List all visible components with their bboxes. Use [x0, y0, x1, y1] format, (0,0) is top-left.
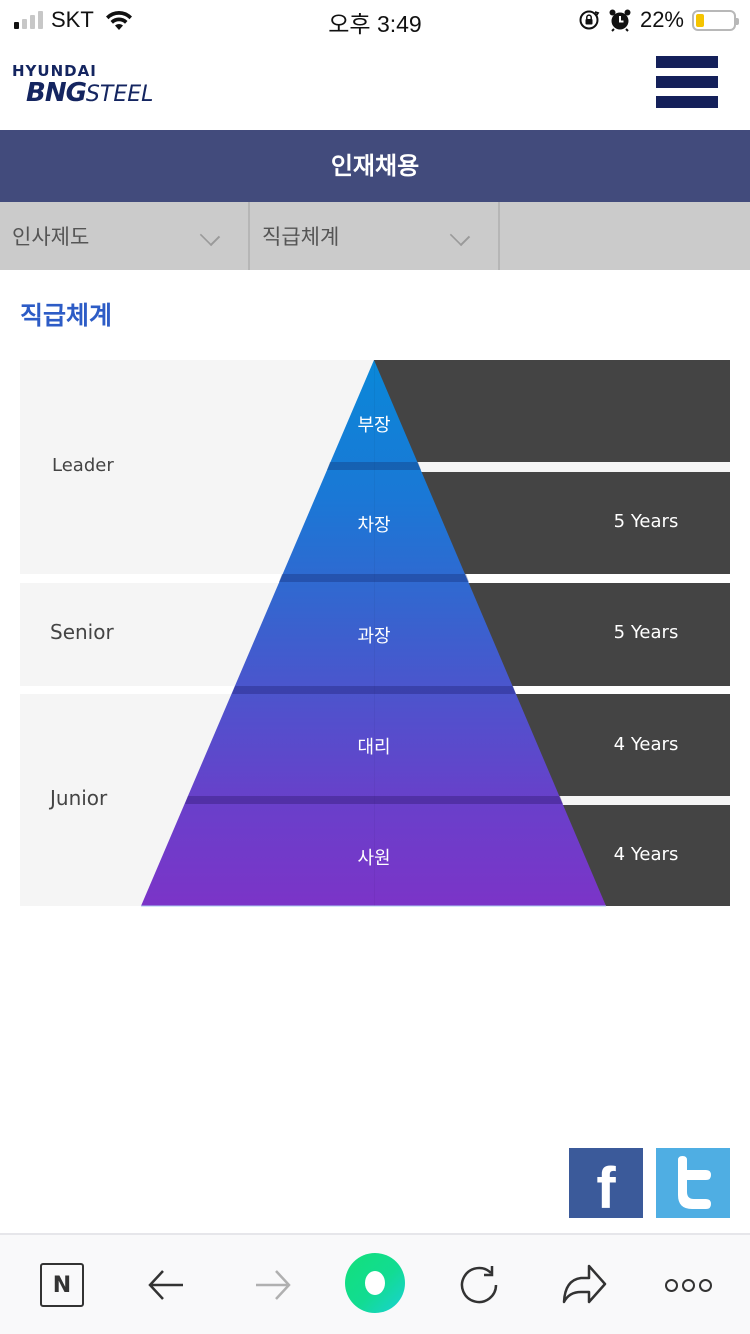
status-bar: SKT 오후 3:49 22% — [0, 0, 750, 40]
forward-button[interactable] — [242, 1257, 302, 1313]
hyundai-bng-steel-logo[interactable]: HYUNDAI BNGSTEEL — [12, 62, 153, 108]
logo-bng: BNG — [26, 78, 87, 108]
share-button[interactable] — [554, 1257, 614, 1313]
subnav-dropdown-hr-system[interactable]: 인사제도 — [0, 202, 250, 270]
clock: 오후 3:49 — [328, 11, 422, 37]
facebook-icon: f — [596, 1155, 616, 1221]
years-label: 4 Years — [613, 734, 679, 755]
chevron-down-icon — [449, 225, 471, 247]
more-icon — [664, 1278, 712, 1292]
group-panel-junior — [20, 694, 730, 906]
subnav-dropdown-rank-system[interactable]: 직급체계 — [250, 202, 500, 270]
rank-block-3 — [466, 583, 730, 686]
naver-n-icon: N — [40, 1263, 84, 1307]
browser-toolbar: N — [0, 1233, 750, 1334]
rank-label: 차장 — [357, 515, 391, 536]
rank-label: 사원 — [357, 848, 391, 869]
rank-block-4 — [512, 694, 730, 796]
sub-navigation: 인사제도 직급체계 — [0, 202, 750, 270]
arrow-right-icon — [256, 1270, 291, 1300]
rank-block-1 — [374, 360, 730, 462]
logo-bngsteel-text: BNGSTEEL — [26, 78, 153, 108]
subnav-label: 인사제도 — [12, 225, 90, 249]
rank-label: 과장 — [357, 626, 391, 647]
green-dot-button[interactable] — [345, 1253, 405, 1313]
orientation-lock-icon — [579, 10, 600, 30]
twitter-share-button[interactable] — [656, 1148, 730, 1218]
rank-label: 대리 — [357, 737, 391, 758]
green-dot-icon — [345, 1253, 405, 1313]
arrow-left-icon — [148, 1270, 183, 1300]
group-label-junior: Junior — [50, 786, 108, 810]
back-button[interactable] — [137, 1257, 197, 1313]
logo-hyundai-text: HYUNDAI — [12, 62, 97, 80]
battery-percent: 22% — [639, 7, 684, 32]
reload-icon — [460, 1266, 498, 1304]
wifi-icon — [105, 10, 132, 30]
reload-button[interactable] — [449, 1257, 509, 1313]
group-panel-senior — [20, 583, 730, 686]
naver-home-button[interactable]: N — [32, 1257, 92, 1313]
section-title: 직급체계 — [20, 301, 113, 330]
hamburger-menu-icon[interactable] — [656, 56, 718, 108]
years-label: 4 Years — [613, 844, 679, 865]
signal-icon — [14, 11, 43, 29]
page-title: 인재채용 — [0, 130, 750, 202]
battery-icon — [692, 9, 739, 31]
status-left: SKT — [14, 6, 134, 34]
status-right: 22% — [578, 6, 739, 34]
group-label-leader: Leader — [52, 455, 114, 476]
share-icon — [562, 1264, 607, 1304]
battery-level — [696, 13, 704, 27]
rank-block-2 — [420, 472, 730, 574]
subnav-label: 직급체계 — [262, 225, 340, 249]
more-button[interactable] — [658, 1257, 718, 1313]
years-label: 5 Years — [613, 622, 679, 643]
site-header: HYUNDAI BNGSTEEL — [0, 40, 750, 130]
logo-steel: STEEL — [85, 82, 154, 107]
rank-label: 부장 — [357, 415, 391, 436]
rank-block-5 — [558, 805, 730, 906]
alarm-icon — [609, 9, 631, 32]
subnav-empty-cell — [500, 202, 750, 270]
group-panel-leader — [20, 360, 730, 574]
facebook-share-button[interactable]: f — [569, 1148, 643, 1221]
group-label-senior: Senior — [50, 620, 114, 644]
years-label: 5 Years — [613, 511, 679, 532]
twitter-icon — [678, 1156, 711, 1209]
chevron-down-icon — [199, 225, 221, 247]
carrier-name: SKT — [51, 7, 94, 32]
